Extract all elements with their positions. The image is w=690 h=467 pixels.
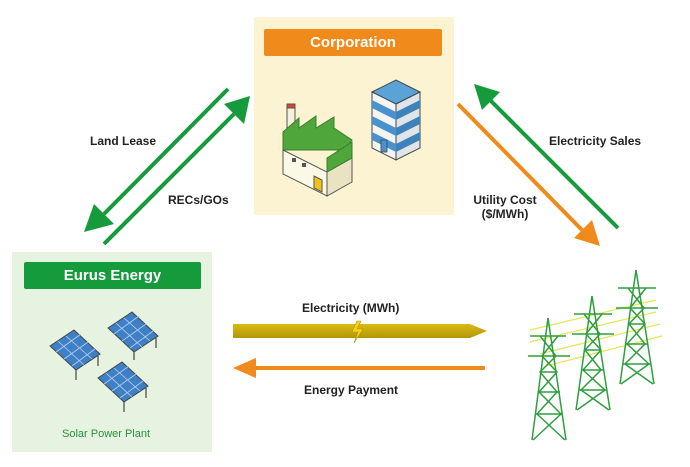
electricity-sales-label: Electricity Sales bbox=[549, 134, 642, 148]
lightning-icon bbox=[351, 320, 364, 344]
land-lease-label: Land Lease bbox=[90, 134, 157, 148]
solar-power-plant-caption: Solar Power Plant bbox=[62, 428, 151, 440]
recs-gos-label: RECs/GOs bbox=[168, 193, 229, 207]
recs-gos-arrow bbox=[102, 96, 250, 246]
utility-cost-arrow bbox=[456, 102, 600, 246]
electricity-mwh-label: Electricity (MWh) bbox=[302, 301, 400, 315]
transmission-tower-icon bbox=[528, 269, 663, 441]
utility-cost-label-line2: ($/MWh) bbox=[481, 207, 529, 221]
energy-payment-arrow bbox=[233, 358, 485, 378]
utility-cost-label-line1: Utility Cost bbox=[473, 193, 537, 207]
energy-payment-label: Energy Payment bbox=[304, 383, 399, 397]
electricity-sales-arrow bbox=[474, 84, 620, 230]
solar-panel-icon bbox=[49, 311, 159, 412]
office-building-icon bbox=[370, 79, 422, 161]
eurus-energy-title: Eurus Energy bbox=[24, 262, 201, 289]
corporation-title: Corporation bbox=[264, 29, 442, 56]
land-lease-arrow bbox=[84, 87, 230, 232]
factory-icon bbox=[282, 103, 353, 197]
utility-cost-label: Utility Cost ($/MWh) bbox=[464, 193, 546, 221]
